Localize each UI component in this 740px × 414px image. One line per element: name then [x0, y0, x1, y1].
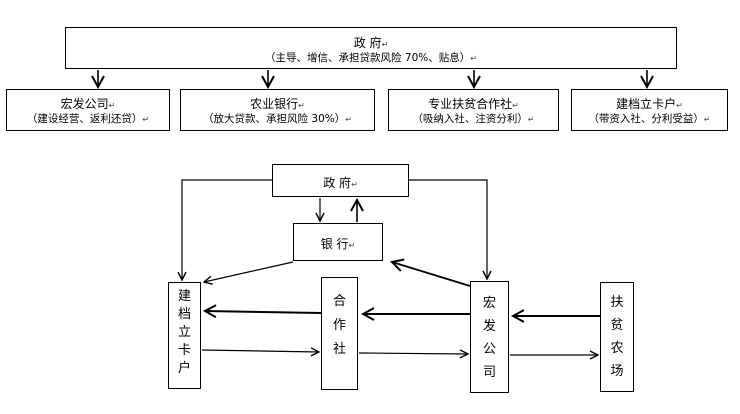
household-subtitle-top: （带资入社、分利受益）↵ [588, 113, 711, 125]
coop-title-top: 专业扶贫合作社↵ [428, 97, 519, 111]
farm-box-bottom: 扶 贫 农 场 [600, 282, 634, 392]
household-box-bottom: 建 档 立 卡 户 [168, 282, 201, 389]
bank-label-bottom: 银 行↵ [320, 237, 356, 251]
household-box-top: 建档立卡户↵ （带资入社、分利受益）↵ [571, 89, 728, 131]
coop-box-bottom: 合 作 社 [321, 277, 358, 390]
arrow-gov-household [182, 179, 272, 280]
arrow-gov-company [409, 179, 487, 279]
gov-title-top: 政 府↵ [353, 36, 389, 50]
bank-title-top: 农业银行↵ [250, 97, 305, 111]
household-label-bottom: 建 档 立 卡 户 [177, 289, 191, 376]
company-label-bottom: 宏 发 公 司 [482, 296, 496, 380]
coop-label-bottom: 合 作 社 [332, 294, 346, 357]
farm-label-bottom: 扶 贫 农 场 [610, 295, 624, 379]
arrow-company-bank [392, 262, 471, 287]
gov-box-top: 政 府↵ （主导、增信、承担贷款风险 70%、贴息）↵ [65, 27, 677, 69]
household-title-top: 建档立卡户↵ [616, 97, 683, 111]
gov-label-bottom: 政 府↵ [323, 176, 358, 190]
bank-box-top: 农业银行↵ （放大贷款、承担风险 30%）↵ [180, 89, 375, 131]
coop-subtitle-top: （吸纳入社、注资分利）↵ [412, 113, 535, 125]
bank-box-bottom: 银 行↵ [293, 223, 383, 261]
bank-subtitle-top: （放大贷款、承担风险 30%）↵ [203, 113, 352, 125]
gov-box-bottom: 政 府↵ [272, 164, 409, 197]
arrow-coop-company [358, 353, 468, 354]
arrow-coop-household [205, 311, 322, 313]
company-title-top: 宏发公司↵ [60, 97, 116, 111]
company-box-bottom: 宏 发 公 司 [470, 281, 509, 393]
company-subtitle-top: （建设经营、返利还贷）↵ [26, 113, 150, 125]
arrow-bank-household [204, 261, 294, 282]
arrow-household-coop [201, 350, 319, 352]
gov-subtitle-top: （主导、增信、承担贷款风险 70%、贴息）↵ [265, 52, 477, 64]
coop-box-top: 专业扶贫合作社↵ （吸纳入社、注资分利）↵ [388, 89, 559, 131]
company-box-top: 宏发公司↵ （建设经营、返利还贷）↵ [6, 89, 170, 131]
